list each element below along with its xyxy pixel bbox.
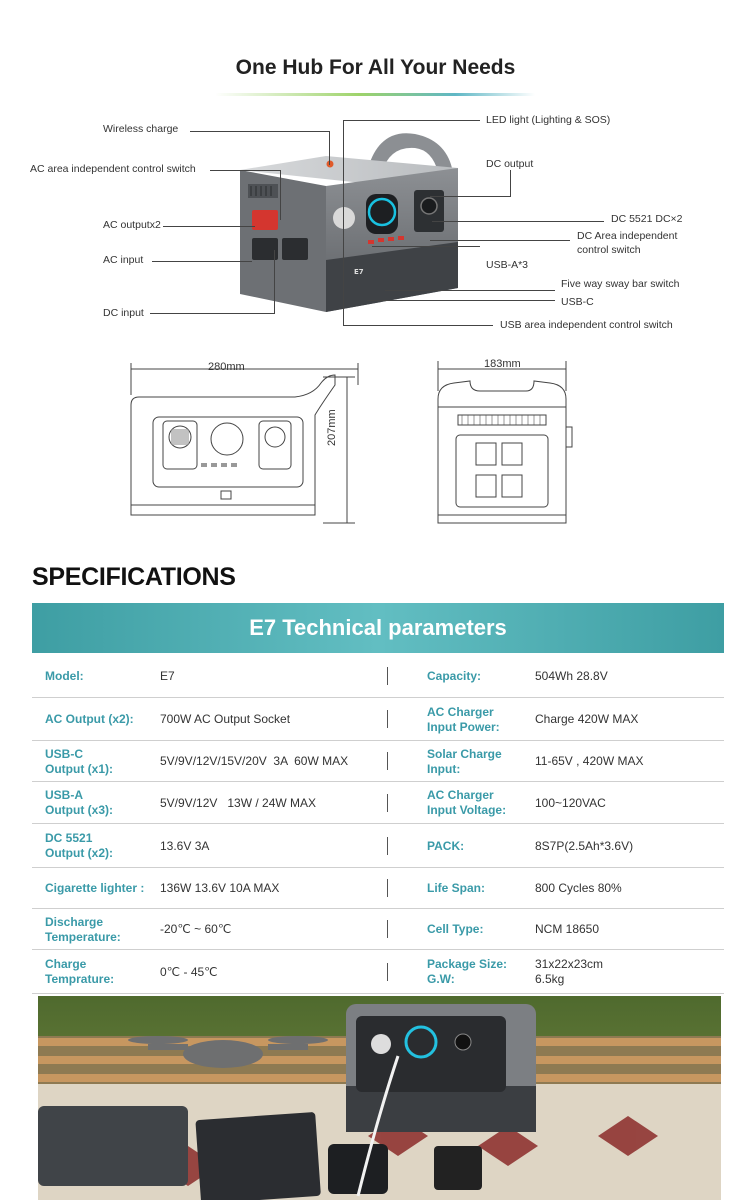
front-dimension-drawing xyxy=(130,363,359,524)
spec-label-left: AC Output (x2): xyxy=(45,712,134,726)
spec-label-right: Capacity: xyxy=(427,669,482,683)
spec-value-right: NCM 18650 xyxy=(535,922,600,936)
callout-usb-c: USB-C xyxy=(561,296,594,308)
dimension-height: 207mm xyxy=(326,409,338,446)
spec-label-right: Package Size: G.W: xyxy=(427,957,508,986)
callout-wireless-charge: Wireless charge xyxy=(103,123,179,135)
spec-label-left: DC 5521 Output (x2): xyxy=(45,831,113,860)
spec-label-left: Discharge Temperature: xyxy=(45,915,121,944)
spec-label-left: Charge Temprature: xyxy=(45,957,115,986)
callout-ac-input: AC input xyxy=(103,254,144,266)
dimension-depth: 183mm xyxy=(484,358,521,370)
page-title: One Hub For All Your Needs xyxy=(235,56,516,79)
spec-value-right: 800 Cycles 80% xyxy=(535,881,622,895)
spec-value-left: 136W 13.6V 10A MAX xyxy=(160,881,280,895)
callout-dc-area-switch-2: control switch xyxy=(577,244,641,256)
spec-row: USB-C Output (x1): 5V/9V/12V/15V/20V 3A 6… xyxy=(32,741,724,782)
spec-value-left: 5V/9V/12V/15V/20V 3A 60W MAX xyxy=(160,754,349,768)
spec-value-left: 700W AC Output Socket xyxy=(160,712,291,726)
device-logo: E7 xyxy=(354,268,364,276)
column-divider xyxy=(387,920,388,938)
spec-label-right: AC Charger Input Power: xyxy=(427,705,500,734)
side-dimension-drawing xyxy=(437,361,573,524)
column-divider xyxy=(387,837,388,855)
lifestyle-photo xyxy=(38,996,721,1200)
callout-usb-area-switch: USB area independent control switch xyxy=(500,319,673,331)
dimension-width: 280mm xyxy=(208,361,245,373)
spec-label-left: Cigarette lighter : xyxy=(45,881,145,895)
callout-dc5521: DC 5521 DC×2 xyxy=(611,213,683,225)
spec-row: Model: E7 Capacity: 504Wh 28.8V xyxy=(32,655,724,698)
spec-row: Charge Temprature: 0℃ - 45℃ Package Size: … xyxy=(32,950,724,994)
column-divider xyxy=(387,794,388,812)
callout-dc-input: DC input xyxy=(103,307,144,319)
spec-value-left: -20℃ ~ 60℃ xyxy=(160,922,232,936)
power-station-image: E7 xyxy=(240,133,458,312)
spec-row: Discharge Temperature: -20℃ ~ 60℃ Cell Typ… xyxy=(32,909,724,950)
spec-label-right: Cell Type: xyxy=(427,922,484,936)
spec-value-left: 0℃ - 45℃ xyxy=(160,965,218,979)
spec-label-left: Model: xyxy=(45,669,84,683)
specifications-heading: SPECIFICATIONS xyxy=(32,563,236,591)
spec-label-left: USB-C Output (x1): xyxy=(45,747,113,776)
spec-value-right: 11-65V , 420W MAX xyxy=(535,754,644,768)
column-divider xyxy=(387,710,388,728)
column-divider xyxy=(387,667,388,685)
spec-value-right: 31x22x23cm 6.5kg xyxy=(535,957,604,986)
spec-label-right: Life Span: xyxy=(427,881,486,895)
spec-label-left: USB-A Output (x3): xyxy=(45,788,113,817)
spec-table-banner: E7 Technical parameters xyxy=(32,603,724,653)
spec-label-right: Solar Charge Input: xyxy=(427,747,502,776)
column-divider xyxy=(387,752,388,770)
spec-row: AC Output (x2): 700W AC Output Socket AC C… xyxy=(32,698,724,741)
spec-value-left: 5V/9V/12V 13W / 24W MAX xyxy=(160,796,317,810)
spec-value-right: 504Wh 28.8V xyxy=(535,669,608,683)
spec-value-right: 100~120VAC xyxy=(535,796,606,810)
spec-label-right: PACK: xyxy=(427,839,465,853)
callout-dc-output: DC output xyxy=(486,158,534,170)
callout-five-way: Five way sway bar switch xyxy=(561,278,680,290)
callout-dc-area-switch-1: DC Area independent xyxy=(577,230,678,242)
callout-ac-area-switch: AC area independent control switch xyxy=(30,163,196,175)
spec-value-left: 13.6V 3A xyxy=(160,839,210,853)
spec-value-right: Charge 420W MAX xyxy=(535,712,639,726)
spec-row: USB-A Output (x3): 5V/9V/12V 13W / 24W MA… xyxy=(32,782,724,824)
spec-row: DC 5521 Output (x2): 13.6V 3A PACK: 8S7P(2.… xyxy=(32,824,724,868)
column-divider xyxy=(387,879,388,897)
callout-led-light: LED light (Lighting & SOS) xyxy=(486,114,611,126)
spec-label-right: AC Charger Input Voltage: xyxy=(427,788,507,817)
spec-row: Cigarette lighter : 136W 13.6V 10A MAX Lif… xyxy=(32,868,724,909)
callout-usb-a: USB-A*3 xyxy=(486,259,529,271)
callout-ac-output: AC outputx2 xyxy=(103,219,161,231)
spec-value-left: E7 xyxy=(160,669,175,683)
column-divider xyxy=(387,963,388,981)
title-underline xyxy=(215,93,535,96)
spec-value-right: 8S7P(2.5Ah*3.6V) xyxy=(535,839,634,853)
